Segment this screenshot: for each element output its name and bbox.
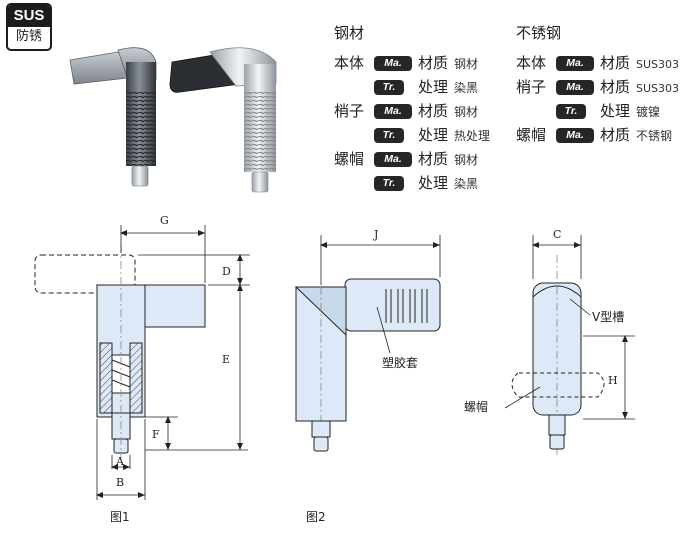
figure-3-dimensions xyxy=(504,235,635,420)
sus-badge: SUS 防锈 xyxy=(6,3,52,51)
product-photo xyxy=(69,47,277,193)
figure-1-dimensions xyxy=(96,225,250,500)
figure-2-drawing xyxy=(294,278,441,452)
figure-1-drawing xyxy=(34,245,206,460)
nut-label: 螺帽 xyxy=(464,400,489,414)
spec-value: SUS303 xyxy=(636,58,680,71)
part-name: 梢子 xyxy=(516,78,547,96)
stainless-spec-table: 本体 Ma. 材质 SUS303 梢子 Ma. 材质 SUS303 Tr. 处理镀镍 螺帽 Ma… xyxy=(516,52,696,152)
dim-E: E xyxy=(222,353,231,366)
material-tag: Ma. xyxy=(556,56,594,71)
steel-row: Tr. 处理染黑 xyxy=(334,172,478,194)
spec-label: 材质 xyxy=(418,150,449,168)
steel-row: Tr. 处理染黑 xyxy=(334,76,478,98)
stainless-heading: 不锈钢 xyxy=(516,24,562,42)
stainless-plunger-photo xyxy=(169,47,277,193)
treatment-tag: Tr. xyxy=(556,104,586,119)
stainless-row: 螺帽 Ma. 材质不锈钢 xyxy=(516,124,672,146)
figure-1-caption: 图1 xyxy=(110,510,130,524)
spec-value: 钢材 xyxy=(454,57,479,71)
treatment-tag: Tr. xyxy=(374,176,404,191)
spec-label: 材质 xyxy=(600,78,631,96)
part-name: 螺帽 xyxy=(516,126,547,144)
vgroove-label: V型槽 xyxy=(592,310,625,324)
spec-label: 材质 xyxy=(600,126,631,144)
stainless-row: 本体 Ma. 材质 SUS303 xyxy=(516,52,679,74)
stainless-row: Tr. 处理镀镍 xyxy=(516,100,660,122)
figure-2-caption: 图2 xyxy=(306,510,326,524)
dim-G: G xyxy=(160,214,169,227)
treatment-tag: Tr. xyxy=(374,80,404,95)
steel-row: Tr. 处理热处理 xyxy=(334,124,490,146)
spec-label: 处理 xyxy=(418,174,449,192)
badge-subtitle: 防锈 xyxy=(15,29,42,44)
treatment-tag: Tr. xyxy=(374,128,404,143)
spec-value: SUS303 xyxy=(636,82,680,95)
part-name: 螺帽 xyxy=(334,150,365,168)
steel-row: 梢子 Ma. 材质钢材 xyxy=(334,100,478,122)
steel-row: 螺帽 Ma. 材质钢材 xyxy=(334,148,478,170)
material-tag: Ma. xyxy=(374,104,412,119)
spec-label: 处理 xyxy=(418,126,449,144)
figure-3-drawing xyxy=(511,255,605,455)
steel-plunger-photo xyxy=(69,47,157,187)
spec-value: 不锈钢 xyxy=(636,129,673,143)
dim-C: C xyxy=(553,228,562,241)
spec-label: 材质 xyxy=(600,54,631,72)
steel-heading: 钢材 xyxy=(334,24,365,42)
dim-B: B xyxy=(116,476,125,489)
sleeve-label: 塑胶套 xyxy=(382,356,419,370)
spec-label: 处理 xyxy=(418,78,449,96)
dim-D: D xyxy=(222,265,231,278)
part-name: 本体 xyxy=(334,54,365,72)
part-name: 本体 xyxy=(516,54,547,72)
spec-value: 钢材 xyxy=(454,105,479,119)
spec-value: 镀镍 xyxy=(636,105,661,119)
stainless-row: 梢子 Ma. 材质 SUS303 xyxy=(516,76,679,98)
steel-row: 本体 Ma. 材质钢材 xyxy=(334,52,478,74)
badge-title: SUS xyxy=(8,5,50,27)
spec-value: 染黑 xyxy=(454,81,479,95)
spec-label: 处理 xyxy=(600,102,631,120)
material-tag: Ma. xyxy=(374,152,412,167)
dim-F: F xyxy=(152,428,160,441)
spec-value: 钢材 xyxy=(454,153,479,167)
spec-value: 热处理 xyxy=(454,129,491,143)
spec-label: 材质 xyxy=(418,54,449,72)
dim-A: A xyxy=(116,455,124,468)
material-tag: Ma. xyxy=(374,56,412,71)
technical-drawings xyxy=(34,225,635,500)
dim-H: H xyxy=(608,374,618,387)
figure-2-dimensions xyxy=(320,235,441,354)
part-name: 梢子 xyxy=(334,102,365,120)
spec-value: 染黑 xyxy=(454,177,479,191)
dim-J: J xyxy=(374,228,379,241)
material-tag: Ma. xyxy=(556,128,594,143)
material-tag: Ma. xyxy=(556,80,594,95)
spec-label: 材质 xyxy=(418,102,449,120)
